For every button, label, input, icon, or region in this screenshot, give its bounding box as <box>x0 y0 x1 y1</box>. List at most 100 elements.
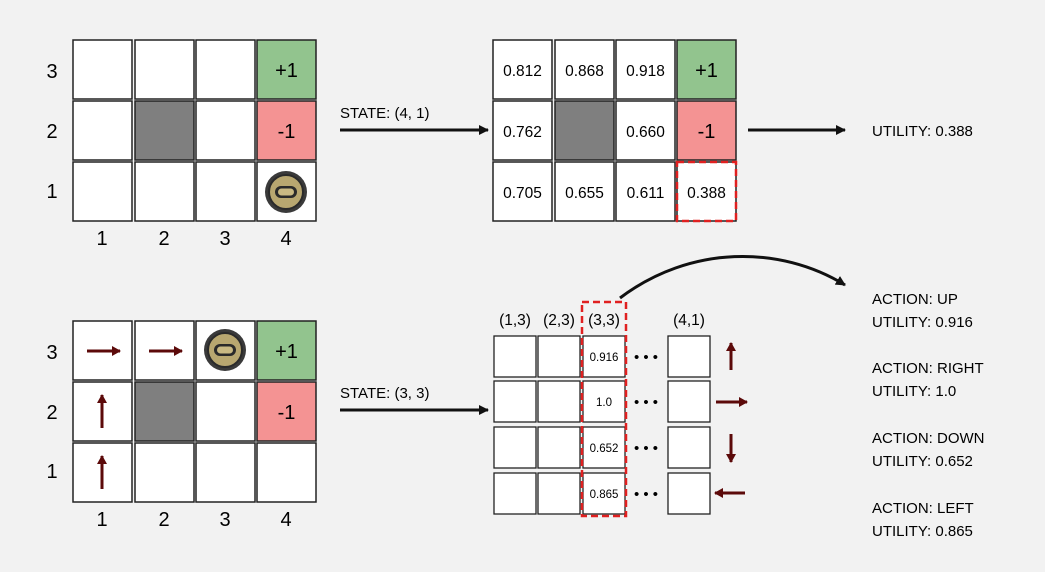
q-cell <box>582 380 626 423</box>
q-cell <box>493 380 537 423</box>
top-col-label-4: 4 <box>280 228 291 250</box>
bottom-row-label-1: 1 <box>46 461 57 483</box>
q-ellipsis: • • • <box>634 394 658 411</box>
utility-cell <box>492 39 553 100</box>
bottom-col-label-3: 3 <box>219 509 230 531</box>
q-column-highlight-box <box>580 300 628 518</box>
bottom-minus-label: -1 <box>278 402 296 424</box>
action-utility: UTILITY: 0.652 <box>872 453 973 470</box>
top-cell-3-1 <box>195 161 256 222</box>
action-label: ACTION: DOWN <box>872 430 985 447</box>
bottom-cell-4-1 <box>256 442 317 503</box>
q-cell <box>537 335 581 378</box>
top-cell-wall <box>134 100 195 161</box>
bottom-cell-4-3-plus <box>256 320 317 381</box>
robot-agent-icon <box>204 329 246 371</box>
top-cell-4-2-minus <box>256 100 317 161</box>
action-utility: UTILITY: 0.865 <box>872 523 973 540</box>
utility-cell-minus <box>676 100 737 161</box>
utility-value: 0.611 <box>627 185 665 202</box>
utility-value: 0.655 <box>565 185 604 202</box>
q-cell <box>667 335 711 378</box>
action-label: ACTION: LEFT <box>872 500 974 517</box>
q-cell <box>537 426 581 469</box>
bottom-cell-2-1 <box>134 442 195 503</box>
q-cell <box>582 335 626 378</box>
top-plus-label: +1 <box>275 60 298 82</box>
utility-cell <box>554 161 615 222</box>
utility-cell <box>492 100 553 161</box>
action-label: ACTION: RIGHT <box>872 360 984 377</box>
action-label: ACTION: UP <box>872 291 958 308</box>
q-cell <box>537 380 581 423</box>
robot-agent-icon <box>265 171 307 213</box>
utility-value: 0.705 <box>503 185 542 202</box>
q-value: 0.652 <box>590 443 619 455</box>
top-cell-1-1 <box>72 161 133 222</box>
top-cell-2-3 <box>134 39 195 100</box>
bottom-plus-label: +1 <box>275 341 298 363</box>
top-cell-3-2 <box>195 100 256 161</box>
utility-highlight-box <box>675 160 738 223</box>
q-ellipsis: • • • <box>634 486 658 503</box>
q-cell <box>493 335 537 378</box>
bottom-col-label-2: 2 <box>158 509 169 531</box>
utility-value: 0.918 <box>626 63 665 80</box>
bottom-cell-3-1 <box>195 442 256 503</box>
utility-value: 0.812 <box>503 63 542 80</box>
bottom-gridworld: 3 2 1 +1 -1 1 2 3 4 <box>46 320 317 531</box>
utility-cell <box>492 161 553 222</box>
q-column-header: (2,3) <box>543 312 575 329</box>
bottom-cell-wall <box>134 381 195 442</box>
curved-action-arrow <box>619 255 846 300</box>
utility-grid: 0.812 0.868 0.918 +1 0.762 0.660 -1 0.70… <box>492 39 738 223</box>
bottom-row-label-3: 3 <box>46 342 57 364</box>
utility-result-label: UTILITY: 0.388 <box>872 123 973 140</box>
bottom-cell-3-2 <box>195 381 256 442</box>
q-ellipsis: • • • <box>634 349 658 366</box>
q-value: 1.0 <box>596 397 612 409</box>
top-cell-3-3 <box>195 39 256 100</box>
q-column-header: (3,3) <box>588 312 620 329</box>
utility-value: 0.660 <box>626 124 665 141</box>
utility-value: 0.868 <box>565 63 604 80</box>
top-col-label-2: 2 <box>158 228 169 250</box>
q-column-header: (1,3) <box>499 312 531 329</box>
q-column-header: (4,1) <box>673 312 705 329</box>
q-cell <box>667 380 711 423</box>
q-cell <box>667 472 711 515</box>
q-cell <box>582 472 626 515</box>
utility-value-selected: 0.388 <box>687 185 726 202</box>
action-utility: UTILITY: 0.916 <box>872 314 973 331</box>
bottom-state-label: STATE: (3, 3) <box>340 385 429 402</box>
top-col-label-3: 3 <box>219 228 230 250</box>
q-value: 0.916 <box>590 352 619 364</box>
q-cell <box>537 472 581 515</box>
utility-cell <box>615 100 676 161</box>
action-utility: UTILITY: 1.0 <box>872 383 956 400</box>
q-cell <box>493 426 537 469</box>
q-cell <box>667 426 711 469</box>
top-cell-4-3-plus <box>256 39 317 100</box>
utility-cell <box>615 161 676 222</box>
top-cell-1-2 <box>72 100 133 161</box>
top-row-label-3: 3 <box>46 61 57 83</box>
q-ellipsis: • • • <box>634 440 658 457</box>
utility-plus-label: +1 <box>695 60 718 82</box>
q-value-table: (1,3) (2,3) (3,3) (4,1) 0.916 • • • 1.0 … <box>493 300 748 518</box>
bottom-col-label-4: 4 <box>280 509 291 531</box>
top-cell-1-3 <box>72 39 133 100</box>
q-value: 0.865 <box>590 489 619 501</box>
bottom-row-label-2: 2 <box>46 402 57 424</box>
utility-minus-label: -1 <box>698 121 716 143</box>
top-row-label-1: 1 <box>46 181 57 203</box>
bottom-cell-4-2-minus <box>256 381 317 442</box>
utility-cell-selected <box>676 161 737 222</box>
utility-cell-wall <box>554 100 615 161</box>
top-gridworld: 3 2 1 +1 -1 1 2 3 4 <box>46 39 317 250</box>
top-state-label: STATE: (4, 1) <box>340 105 429 122</box>
top-col-label-1: 1 <box>96 228 107 250</box>
q-cell <box>493 472 537 515</box>
top-row-label-2: 2 <box>46 121 57 143</box>
